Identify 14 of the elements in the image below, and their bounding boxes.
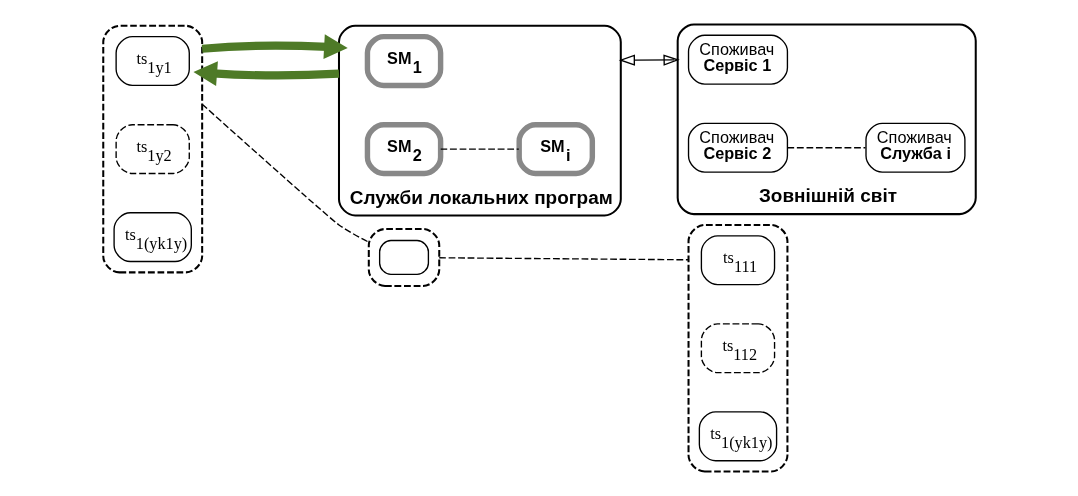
connector	[786, 147, 866, 149]
connector	[201, 103, 369, 243]
node-box: Споживач Сервіс 2	[687, 122, 788, 173]
connector	[438, 257, 689, 261]
arrow	[618, 54, 680, 66]
node-box: Споживач Сервіс 1	[687, 34, 788, 85]
cluster	[687, 223, 788, 473]
arrow	[201, 34, 348, 60]
cluster	[367, 228, 440, 287]
cluster	[101, 24, 203, 274]
node-box: Споживач Служба і	[864, 122, 966, 173]
connector	[439, 148, 519, 150]
node-box	[378, 239, 429, 276]
arrow	[192, 61, 339, 87]
